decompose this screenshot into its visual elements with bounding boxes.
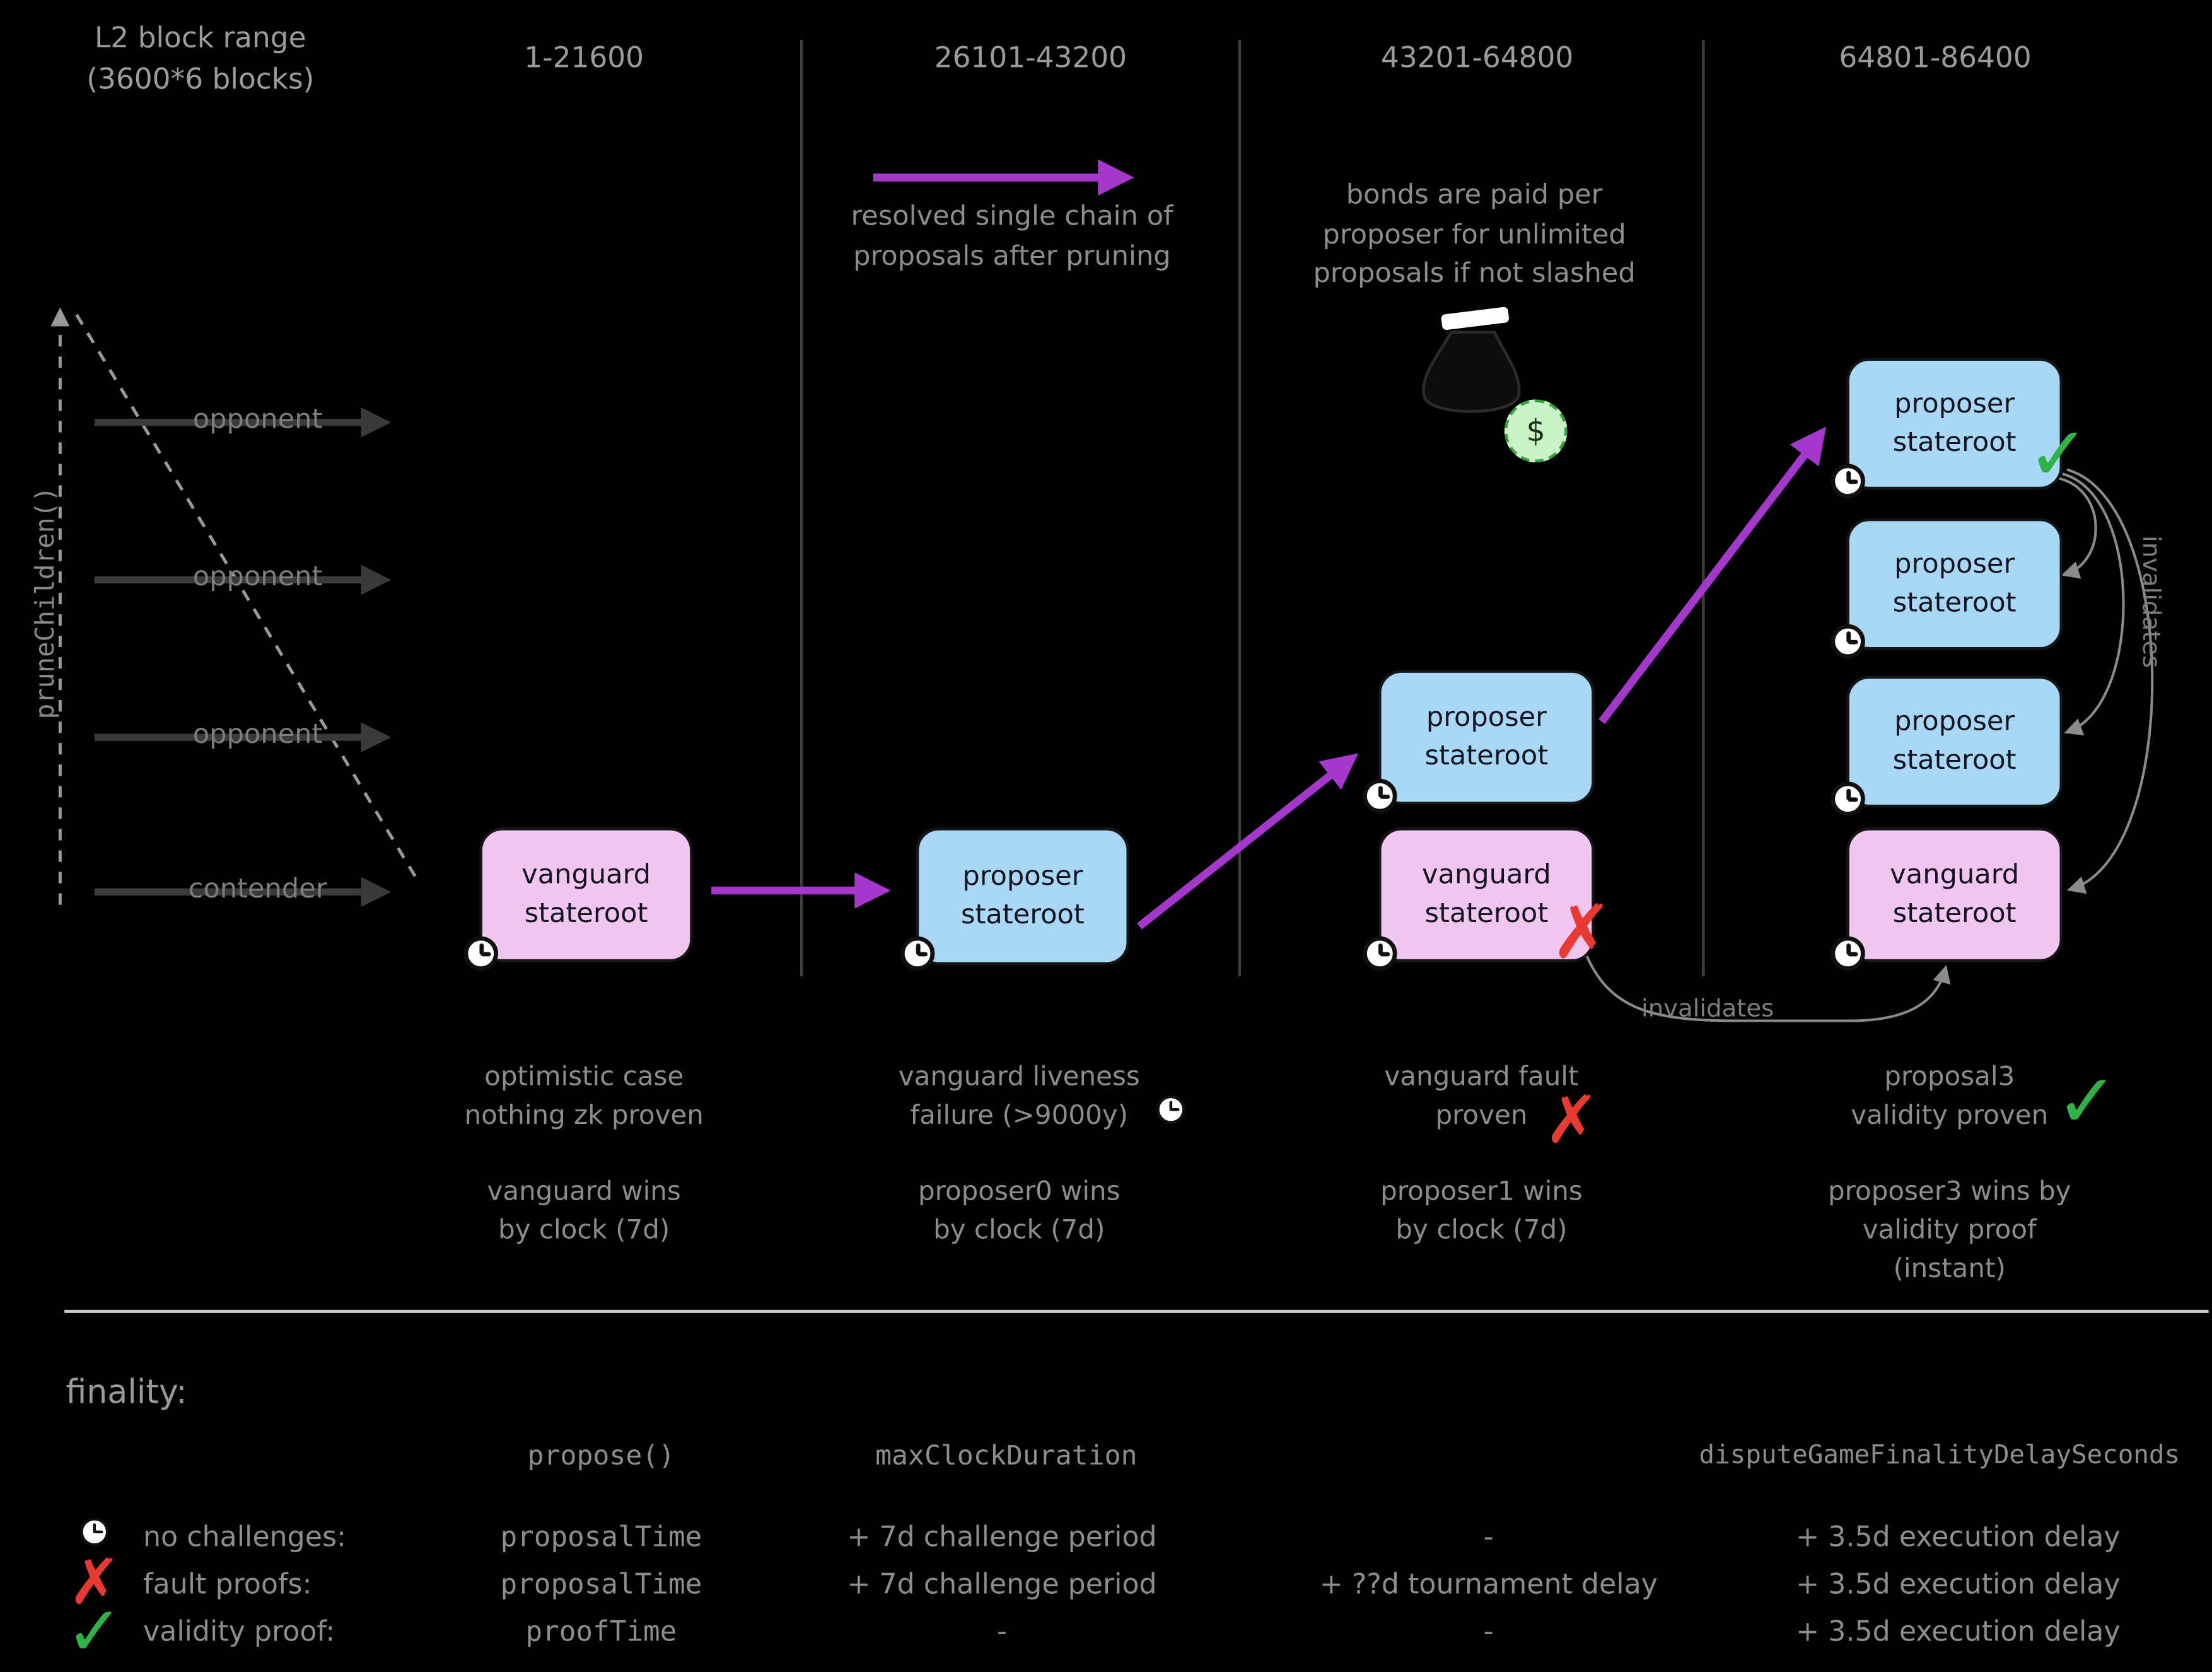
caption-cross-icon: ✗ <box>1544 1080 1600 1159</box>
finality-cell-propose-1: proposalTime <box>500 1520 702 1553</box>
money-bag-icon <box>1422 307 1521 413</box>
invalidates-side-label: invalidates <box>2136 535 2165 669</box>
finality-cell-delay-3: + 3.5d execution delay <box>1796 1615 2121 1648</box>
fault-cross-icon: ✗ <box>1550 890 1613 977</box>
row-check-icon: ✓ <box>66 1592 124 1672</box>
proposer-stateroot-box-col4-top: proposer stateroot <box>1846 358 2063 490</box>
finality-header-maxclock: maxClockDuration <box>875 1440 1138 1472</box>
proposer-stateroot-box-col4-lower: proposer stateroot <box>1846 675 2063 808</box>
lane-label-contender: contender <box>188 873 327 905</box>
lane-label-opponent-1: opponent <box>192 403 323 435</box>
prune-diagonal-dashed-line <box>70 305 417 877</box>
column-header-3: 43201-64800 <box>1381 40 1574 75</box>
box-label: vanguard stateroot <box>1421 859 1551 930</box>
finality-title: finality: <box>66 1374 187 1412</box>
finality-cell-maxclock-1: + 7d challenge period <box>847 1520 1157 1553</box>
l2-block-range-label: L2 block range (3600*6 blocks) <box>86 20 315 96</box>
clock-icon <box>900 936 935 971</box>
finality-row-label-3: validity proof: <box>143 1615 335 1648</box>
clock-icon <box>1363 936 1397 971</box>
finality-cell-propose-2: proposalTime <box>500 1567 702 1601</box>
caption-outcome-col4: proposer3 wins by validity proof (instan… <box>1828 1176 2071 1284</box>
chain-arrow-2 <box>1137 753 1359 930</box>
finality-cell-delay-1: + 3.5d execution delay <box>1796 1520 2121 1553</box>
finality-cell-tournament-1: - <box>1483 1520 1494 1553</box>
finality-cell-maxclock-3: - <box>997 1615 1007 1648</box>
finality-cell-maxclock-2: + 7d challenge period <box>847 1567 1157 1601</box>
box-label: vanguard stateroot <box>1890 859 2020 930</box>
validity-check-icon: ✓ <box>2027 412 2090 498</box>
caption-case-col2: vanguard liveness failure (>9000y) <box>898 1062 1140 1131</box>
finality-row-label-1: no challenges: <box>143 1520 346 1553</box>
caption-case-col3: vanguard fault proven <box>1384 1062 1579 1131</box>
box-label: proposer stateroot <box>961 861 1085 931</box>
box-label: proposer stateroot <box>1892 389 2017 459</box>
invalidates-curve-3 <box>2066 468 2154 894</box>
proposer-stateroot-box-col4-mid: proposer stateroot <box>1846 518 2063 650</box>
finality-cell-delay-2: + 3.5d execution delay <box>1796 1567 2121 1601</box>
column-header-2: 26101-43200 <box>934 40 1127 75</box>
lane-label-opponent-2: opponent <box>192 561 323 593</box>
invalidates-curve-1 <box>2058 477 2097 579</box>
caption-outcome-col1: vanguard wins by clock (7d) <box>487 1176 681 1246</box>
caption-case-col4: proposal3 validity proven <box>1851 1062 2049 1131</box>
caption-clock-icon <box>1156 1095 1185 1124</box>
dollar-coin-icon: $ <box>1504 399 1568 463</box>
finality-row-label-2: fault proofs: <box>143 1567 312 1601</box>
finality-cell-propose-3: proofTime <box>525 1615 677 1648</box>
chain-arrow-3 <box>1598 426 1827 724</box>
bonds-note: bonds are paid per proposer for unlimite… <box>1313 178 1636 289</box>
proposer-stateroot-box-col3: proposer stateroot <box>1378 670 1595 805</box>
finality-cell-tournament-2: + ??d tournament delay <box>1319 1567 1658 1601</box>
finality-header-dispute-delay: disputeGameFinalityDelaySeconds <box>1699 1440 2180 1471</box>
resolved-chain-note: resolved single chain of proposals after… <box>851 200 1173 272</box>
clock-icon <box>1831 624 1865 659</box>
dollar-glyph: $ <box>1526 414 1545 448</box>
caption-outcome-col2: proposer0 wins by clock (7d) <box>917 1176 1121 1246</box>
column-header-4: 64801-86400 <box>1839 40 2032 75</box>
caption-outcome-col3: proposer1 wins by clock (7d) <box>1380 1176 1583 1246</box>
column-header-1: 1-21600 <box>524 40 644 75</box>
proposer-stateroot-box-col2: proposer stateroot <box>916 827 1130 965</box>
box-label: proposer stateroot <box>1892 549 2017 619</box>
clock-icon <box>1831 936 1865 971</box>
finality-header-propose: propose() <box>527 1440 675 1472</box>
row-cross-icon: ✗ <box>67 1546 121 1620</box>
caption-check-icon: ✓ <box>2056 1059 2119 1145</box>
clock-icon <box>1831 781 1865 816</box>
clock-icon <box>1363 778 1397 814</box>
vanguard-stateroot-box-col1: vanguard stateroot <box>479 827 693 962</box>
box-label: proposer stateroot <box>1892 706 2017 776</box>
invalidates-bottom-label: invalidates <box>1641 995 1774 1024</box>
prune-children-label: pruneChildren() <box>30 486 61 720</box>
box-label: proposer stateroot <box>1424 702 1549 772</box>
invalidates-curve-bottom <box>1583 950 1951 1022</box>
invalidates-curve-2 <box>2062 472 2125 735</box>
box-label: vanguard stateroot <box>521 859 651 930</box>
finality-cell-tournament-3: - <box>1483 1615 1494 1648</box>
row-clock-icon <box>80 1517 109 1546</box>
lane-label-opponent-3: opponent <box>192 718 323 751</box>
vanguard-stateroot-box-col4: vanguard stateroot <box>1846 827 2063 962</box>
vanguard-stateroot-box-col3: vanguard stateroot <box>1378 827 1595 962</box>
clock-icon <box>463 936 498 971</box>
caption-case-col1: optimistic case nothing zk proven <box>464 1062 704 1131</box>
clock-icon <box>1831 464 1865 498</box>
